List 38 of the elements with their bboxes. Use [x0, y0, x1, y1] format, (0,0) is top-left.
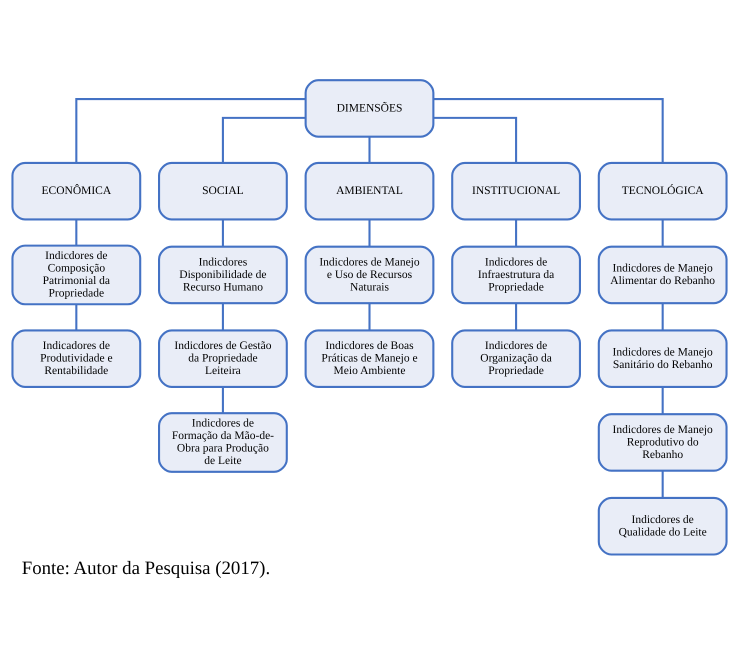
- node-box: Indicdores de Manejo Reprodutivo do Rebanho: [598, 413, 728, 472]
- node-box: Indicdores de Composição Patrimonial da Propriedade: [11, 244, 142, 306]
- node-box: Indicdores de Gestão da Propriedade Leiteira: [158, 329, 288, 388]
- node-box: Indicdores de Manejo e Uso de Recursos Naturais: [304, 246, 434, 304]
- connector: [75, 304, 78, 330]
- node-box: TECNOLÓGICA: [598, 162, 728, 220]
- node-box: Indicdores de Manejo Sanitário do Rebanho: [598, 329, 728, 388]
- connector: [368, 136, 371, 163]
- node-box: Indicadores de Produtividade e Rentabilidade: [11, 329, 142, 388]
- connector: [515, 303, 518, 330]
- connector: [222, 303, 224, 330]
- node-box: Indicdores de Formação da Mão-de-Obra para Produção de Leite: [158, 412, 288, 473]
- node-box: Indicdores de Organização da Propriedade: [451, 329, 581, 388]
- connector: [222, 116, 306, 163]
- connector: [433, 98, 664, 163]
- caption: Fonte: Autor da Pesquisa (2017).: [22, 558, 270, 579]
- connector: [662, 303, 664, 330]
- node-box: DIMENSÕES: [304, 79, 434, 138]
- connector: [368, 303, 371, 330]
- node-box: Indicdores de Manejo Alimentar do Rebanho: [598, 246, 728, 304]
- connector: [222, 387, 224, 413]
- node-box: ECONÔMICA: [11, 162, 142, 220]
- connector: [515, 220, 518, 247]
- connector: [222, 220, 224, 247]
- node-box: Indicdores de Infraestrutura da Propriedade: [451, 246, 581, 304]
- node-box: AMBIENTAL: [304, 162, 434, 220]
- connector: [662, 470, 664, 498]
- connector: [662, 387, 664, 414]
- node-box: SOCIAL: [158, 162, 288, 220]
- node-box: Indicdores Disponibilidade de Recurso Humano: [158, 246, 288, 304]
- connector: [368, 220, 371, 247]
- connector: [75, 220, 78, 246]
- connector: [434, 116, 518, 163]
- node-box: INSTITUCIONAL: [451, 162, 581, 220]
- connector: [662, 220, 664, 247]
- connector: [75, 98, 306, 163]
- node-box: Indicdores de Boas Práticas de Manejo e Meio Ambiente: [304, 329, 434, 388]
- node-box: Indicdores de Qualidade do Leite: [598, 496, 728, 556]
